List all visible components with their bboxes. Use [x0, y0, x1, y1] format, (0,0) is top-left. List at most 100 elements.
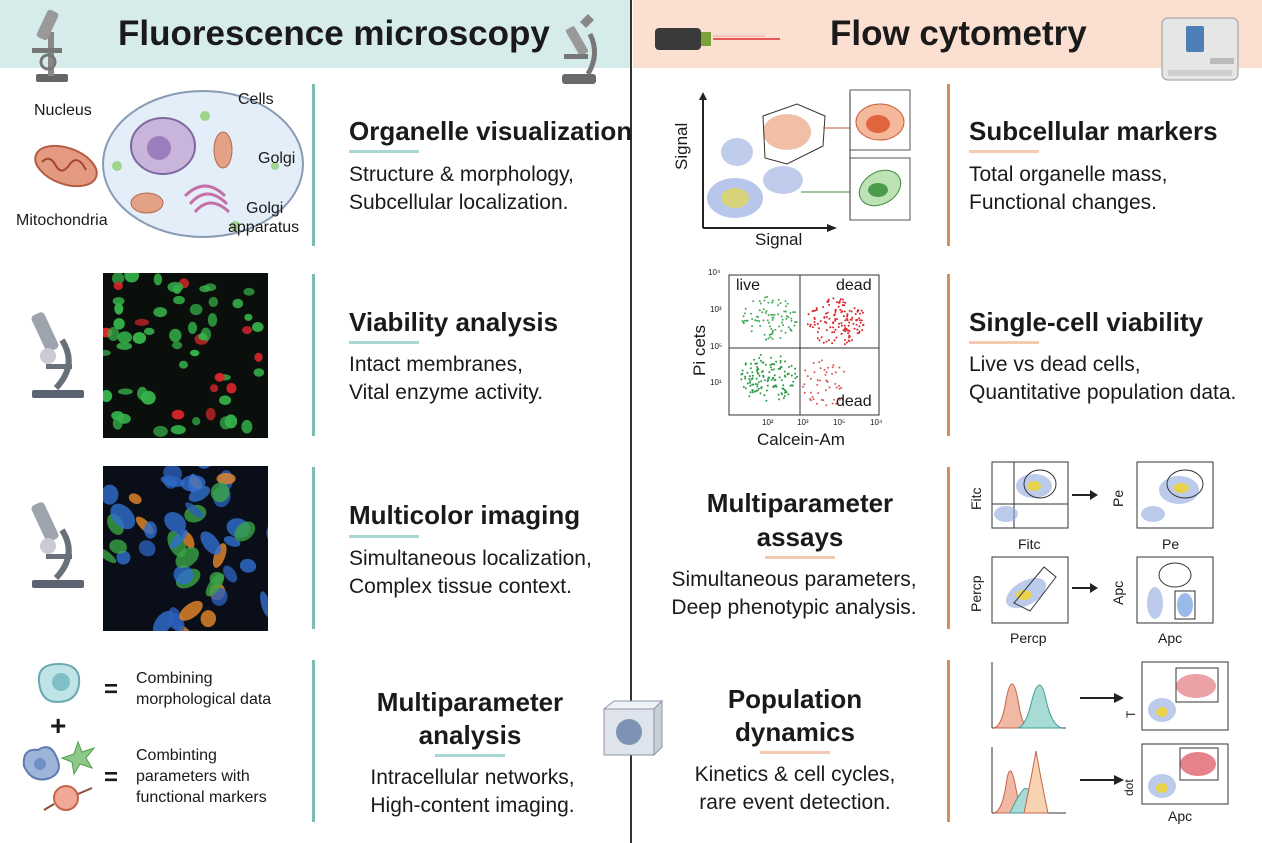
signal-scatter-plot: [699, 89, 911, 232]
event-dot: [831, 342, 834, 345]
mitochondria-icon: [34, 144, 98, 188]
event-dot: [777, 298, 780, 301]
section-population-line1: Kinetics & cell cycles,: [694, 763, 896, 786]
event-dot: [751, 378, 754, 380]
event-dot: [826, 300, 829, 303]
event-dot: [779, 367, 782, 370]
event-dot: [839, 309, 842, 311]
event-dot: [818, 361, 821, 364]
event-dot: [820, 398, 823, 401]
micrograph-cell: [205, 407, 216, 421]
event-dot: [796, 375, 798, 378]
event-dot: [837, 301, 840, 304]
event-dot: [774, 328, 777, 331]
arrow-icon: [1072, 583, 1098, 593]
event-dot: [769, 325, 771, 328]
event-dot: [773, 385, 776, 388]
event-dot: [851, 316, 854, 319]
event-dot: [778, 325, 781, 328]
event-dot: [816, 331, 819, 333]
event-dot: [842, 329, 845, 332]
event-dot: [746, 319, 749, 322]
event-dot: [770, 378, 773, 381]
event-dot: [842, 370, 845, 373]
micrograph-cell: [113, 318, 125, 330]
section-organelle-line1: Structure & morphology,: [349, 163, 574, 186]
event-dot: [783, 370, 786, 373]
event-dot: [741, 369, 744, 372]
event-dot: [818, 339, 821, 342]
event-dot: [839, 298, 842, 301]
quadrant-viability-plot: [728, 274, 880, 416]
event-dot: [749, 391, 752, 394]
event-dot: [827, 366, 830, 369]
event-dot: [848, 330, 851, 333]
event-dot: [833, 331, 836, 334]
micrograph-cell: [214, 372, 225, 382]
event-dot: [762, 374, 765, 377]
event-dot: [762, 308, 765, 311]
section-organelle-title: Organelle visualization: [349, 116, 633, 146]
event-dot: [780, 315, 783, 318]
event-dot: [833, 314, 836, 317]
event-dot: [846, 313, 849, 316]
micrograph-cell: [205, 573, 225, 597]
underline: [349, 535, 419, 538]
micrograph-cell: [143, 327, 155, 335]
event-dot: [822, 341, 825, 344]
event-dot: [763, 394, 766, 397]
micrograph-cell: [112, 273, 125, 285]
scatter-xlabel: Signal: [755, 230, 803, 249]
event-dot: [787, 326, 790, 329]
event-dot: [825, 329, 828, 332]
section-viability-title: Viability analysis: [349, 307, 559, 337]
event-dot: [852, 322, 855, 325]
event-dot: [826, 380, 829, 383]
event-dot: [744, 377, 747, 380]
event-dot: [744, 312, 746, 315]
event-dot: [848, 321, 851, 324]
event-dot: [837, 326, 840, 328]
event-dot: [785, 305, 787, 308]
event-dot: [842, 315, 845, 318]
event-dot: [779, 355, 782, 358]
event-dot: [760, 380, 763, 383]
event-dot: [790, 374, 793, 377]
event-dot: [741, 372, 744, 375]
event-dot: [816, 383, 819, 386]
event-dot: [775, 385, 778, 388]
arrow-icon: [1080, 693, 1124, 703]
tick-x-2: 10³: [797, 418, 809, 427]
micrograph-cell: [153, 425, 168, 437]
event-dot: [779, 366, 782, 369]
combine-a-line2: morphological data: [136, 691, 272, 708]
event-dot: [840, 324, 843, 327]
event-dot: [765, 399, 768, 402]
quad-dead-top-label: dead: [836, 277, 872, 294]
gate-pe-xlabel: Pe: [1162, 536, 1180, 552]
event-dot: [803, 391, 806, 394]
event-dot: [770, 368, 773, 371]
event-dot: [834, 328, 837, 331]
event-dot: [822, 306, 825, 308]
section-single-cell-title: Single-cell viability: [969, 307, 1204, 337]
event-dot: [771, 337, 774, 340]
section-population-title1: Population: [727, 684, 863, 714]
event-dot: [777, 304, 780, 307]
dynamics-t-label: T: [1124, 710, 1138, 718]
event-dot: [834, 319, 837, 322]
gate-fitc-ylabel: Fitc: [968, 487, 984, 510]
cell-icons-group: [22, 740, 96, 811]
micrograph-cell: [137, 386, 148, 400]
micrograph-cell: [200, 610, 216, 628]
event-dot: [856, 318, 859, 321]
event-dot: [751, 371, 754, 374]
event-dot: [858, 330, 861, 333]
event-dot: [749, 381, 751, 384]
micrograph-cell: [103, 547, 117, 564]
micrograph-cell: [223, 565, 238, 583]
event-dot: [746, 371, 749, 374]
event-dot: [840, 311, 843, 314]
event-dot: [780, 329, 783, 332]
micrograph-cell: [212, 543, 227, 568]
